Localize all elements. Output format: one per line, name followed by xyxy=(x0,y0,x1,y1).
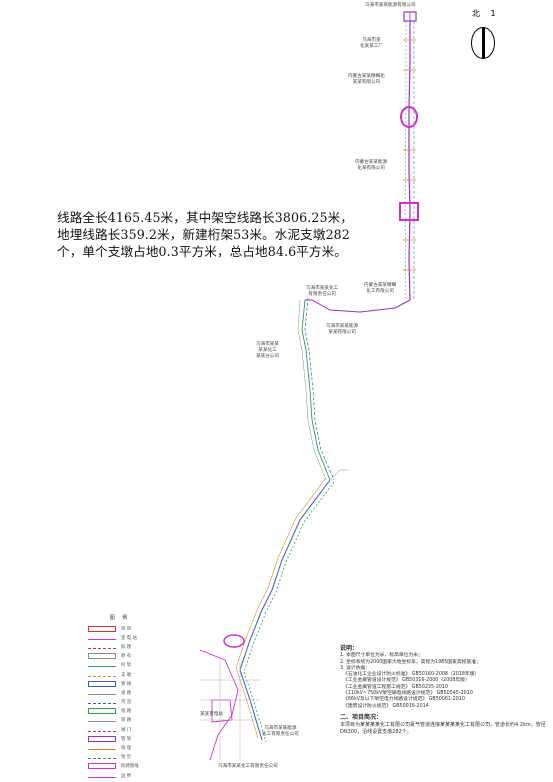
north-label: 北 1 xyxy=(472,9,500,18)
legend-item-label: 拟 建 xyxy=(121,644,132,650)
legend-item-label: 架 空 xyxy=(121,755,132,761)
legend-title: 图 例 xyxy=(109,615,131,621)
legend-item-label: 拟建管线 xyxy=(121,764,139,770)
notes-section2-text: 本项目为某某某某化工有限公司氯气管道连接某某某某化工有限公司，管道长约4.2km… xyxy=(340,722,546,735)
legend-symbol-icon xyxy=(88,703,116,705)
notes-line: 3. 设计依据： xyxy=(340,665,371,671)
legend-symbol-icon xyxy=(88,693,116,695)
legend-item-label: 铁 路 xyxy=(121,718,132,724)
legend-item: 原 有 xyxy=(88,652,152,661)
legend-symbol-icon xyxy=(88,653,116,660)
label-h: 乌海市某某能源 化工有限责任公司 xyxy=(262,726,299,738)
legend-symbol-icon xyxy=(88,638,116,640)
legend-item: 道 路 xyxy=(88,688,152,697)
legend-item-label: 项 目 xyxy=(121,626,132,632)
label-e: 乌海市某某化工 有限责任公司 xyxy=(306,286,339,298)
legend-item-label: 河 流 xyxy=(121,700,132,706)
legend-item: 线 路 xyxy=(88,707,152,716)
label-b: 内蒙古某某精细化 某某有限公司 xyxy=(348,74,385,86)
notes-lines: 1. 本图尺寸单位为米，标高单位为米；2. 坐标系统为2000国家大地坐标系，高… xyxy=(340,653,550,710)
legend-item: 项 目 xyxy=(88,624,152,633)
notes-line: 《建筑设计防火规范》 GB50016-2014 xyxy=(340,703,429,709)
notes-line: 《66kV及以下架空电力线路设计规范》 GB50061-2010 xyxy=(340,697,465,703)
legend-item-label: 支 墩 xyxy=(121,672,132,678)
route-middle xyxy=(297,297,411,481)
legend-item: 架 空 xyxy=(88,753,152,762)
legend-item: 管 线 xyxy=(88,679,152,688)
lower-grid xyxy=(200,660,260,760)
label-c: 内蒙古某某能源 化某有限公司 xyxy=(355,160,388,172)
label-a: 乌海市某 化某某工厂 xyxy=(360,38,383,50)
legend: 图 例 项 目变 电 站拟 建原 有桁 架支 墩管 线道 路河 流线 路铁 路阀… xyxy=(88,614,152,780)
north-bar-icon xyxy=(482,28,485,58)
north-circle-icon xyxy=(471,27,495,59)
label-bottom-company: 乌海市某某化工有限责任公司 xyxy=(218,764,278,769)
route-marks xyxy=(403,39,416,271)
legend-symbol-icon xyxy=(88,776,116,778)
route-summary: 线路全长4165.45米，其中架空线路长3806.25米， 地埋线路长359.2… xyxy=(57,209,357,260)
legend-item: 管 架 xyxy=(88,734,152,743)
legend-symbol-icon xyxy=(88,625,116,632)
label-station: 某某变电站 xyxy=(200,712,223,717)
route-lower xyxy=(235,469,348,743)
legend-symbol-icon xyxy=(88,735,116,742)
north-arrow: 北 1 xyxy=(462,6,502,66)
route-node-2 xyxy=(399,202,419,221)
top-company-marker xyxy=(403,11,417,22)
legend-item-label: 管 架 xyxy=(121,736,132,742)
summary-line-1: 线路全长4165.45米，其中架空线路长3806.25米， xyxy=(57,210,353,225)
legend-item-label: 管 线 xyxy=(121,681,132,687)
legend-item-label: 桁 架 xyxy=(121,663,132,669)
summary-line-3: 个，单个支墩占地0.3平方米，总占地84.6平方米。 xyxy=(57,244,347,259)
legend-item: 铁 路 xyxy=(88,716,152,725)
legend-item: 河 流 xyxy=(88,698,152,707)
legend-item: 阀 门 xyxy=(88,725,152,734)
label-g: 乌海市某某 某某化工 某某分公司 xyxy=(256,342,279,360)
legend-item: 变 电 站 xyxy=(88,633,152,642)
legend-item-label: 原 有 xyxy=(121,654,132,660)
legend-symbol-icon xyxy=(88,666,116,668)
legend-item-label: 变 电 站 xyxy=(121,635,137,641)
legend-symbol-icon xyxy=(88,763,116,770)
legend-symbol-icon xyxy=(88,730,116,732)
legend-item: 桁 架 xyxy=(88,661,152,670)
legend-item: 边 界 xyxy=(88,771,152,780)
legend-symbol-icon xyxy=(88,647,116,649)
notes-title: 说明： xyxy=(340,645,359,652)
legend-symbol-icon xyxy=(88,749,116,751)
label-top-company: 乌海市某某能源有限公司 xyxy=(365,3,416,8)
notes-line: 《110kV~750kV架空输电线路设计规范》 GB50545-2010 xyxy=(340,691,473,697)
legend-item-label: 边 界 xyxy=(121,773,132,779)
legend-item-label: 地 埋 xyxy=(121,746,132,752)
legend-item: 地 埋 xyxy=(88,743,152,752)
notes-line: 2. 坐标系统为2000国家大地坐标系，高程为1985国家高程基准； xyxy=(340,659,481,665)
legend-item-label: 线 路 xyxy=(121,709,132,715)
legend-item-label: 道 路 xyxy=(121,690,132,696)
legend-symbol-icon xyxy=(88,675,116,677)
notes-line: 《工业金属管道设计规范》 GB50316-2000（2008年版） xyxy=(340,678,470,684)
legend-item: 拟建管线 xyxy=(88,762,152,771)
route-upper xyxy=(404,21,415,301)
legend-item: 支 墩 xyxy=(88,670,152,679)
legend-symbol-icon xyxy=(88,680,116,687)
label-d: 内蒙古某某精细 化工有限公司 xyxy=(364,283,397,295)
route-node-1 xyxy=(400,106,418,128)
legend-symbol-icon xyxy=(88,721,116,723)
label-f: 乌海市某某能源 某某有限公司 xyxy=(326,324,359,336)
legend-symbol-icon xyxy=(88,758,116,760)
notes-section2-title: 二、项目简况： xyxy=(340,713,383,721)
legend-symbol-icon xyxy=(88,708,116,715)
summary-line-2: 地埋线路长359.2米，新建桁架53米。水泥支墩282 xyxy=(57,227,350,242)
notes-line: 《石油化工企业设计防火标准》 GB50160-2008（2018年版） xyxy=(340,672,480,678)
notes-line: 1. 本图尺寸单位为米，标高单位为米； xyxy=(340,653,423,659)
notes: 说明： 1. 本图尺寸单位为米，标高单位为米；2. 坐标系统为2000国家大地坐… xyxy=(340,645,550,735)
legend-item-label: 阀 门 xyxy=(121,727,132,733)
notes-line: 《工业金属管道工程施工规范》 GB50235-2010 xyxy=(340,684,448,690)
lower-facility xyxy=(199,634,245,761)
legend-item: 拟 建 xyxy=(88,642,152,651)
